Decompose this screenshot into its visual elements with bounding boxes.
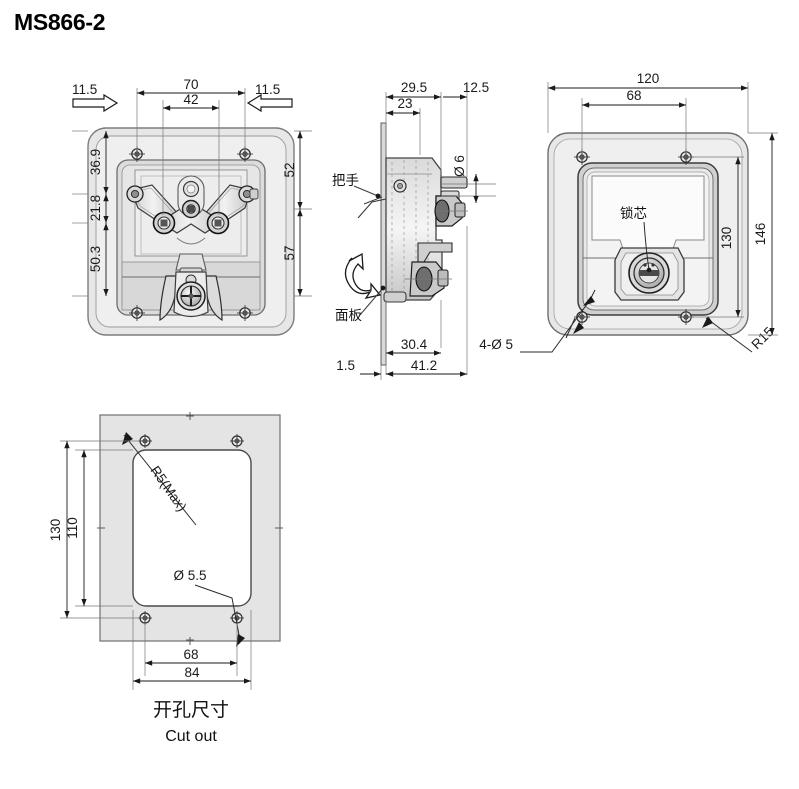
radius-leader <box>702 316 753 353</box>
label-panel: 面板 <box>335 308 362 324</box>
dim-110: 110 <box>65 450 87 606</box>
dim-70-label: 70 <box>183 77 198 92</box>
dim-dia-6-label: Ø 6 <box>452 155 467 177</box>
lock-core-leader <box>643 221 652 273</box>
dim-57: 57 <box>282 209 303 296</box>
dim-29-5-label: 29.5 <box>401 80 427 95</box>
dim-dia-6: Ø 6 <box>452 155 479 203</box>
holes-leader <box>520 289 596 353</box>
dim-29-5: 29.5 <box>386 80 441 100</box>
dim-21-8-label: 21.8 <box>88 195 103 221</box>
dim-110-label: 110 <box>65 517 80 539</box>
dim-23: 23 <box>386 96 420 116</box>
dim-30-4: 30.4 <box>386 337 441 356</box>
dim-4-dia-5: 4-Ø 5 <box>479 337 513 352</box>
dim-52: 52 <box>282 131 303 209</box>
arrow-right-11-5: 11.5 <box>246 82 293 113</box>
dim-42: 42 <box>163 92 219 111</box>
rotation-arrow <box>344 252 382 299</box>
rear-lock-housing <box>614 247 685 301</box>
dim-30-4-label: 30.4 <box>401 337 428 352</box>
cutout-extension-lines <box>60 440 252 690</box>
cutout-view: R5(Max) Ø 5.5 130 110 68 <box>48 412 283 745</box>
label-lock-core: 锁芯 <box>620 206 647 222</box>
cutout-radius-leader <box>122 432 197 526</box>
dim-1-5: 1.5 <box>336 358 381 377</box>
dim-68-rear: 68 <box>582 88 686 108</box>
side-view: 把手 面板 29.5 12.5 <box>332 80 496 380</box>
label-handle: 把手 <box>332 173 359 189</box>
dim-68-cutout-label: 68 <box>183 647 198 662</box>
cutout-caption-en: Cut out <box>165 728 217 745</box>
dim-68-cutout: 68 <box>145 647 237 666</box>
dim-52-label: 52 <box>282 162 297 177</box>
dim-50-3: 50.3 <box>88 223 109 296</box>
cutout-caption-cn: 开孔尺寸 <box>153 699 229 721</box>
dim-130-rear-label: 130 <box>719 227 734 250</box>
dim-130-rear: 130 <box>719 157 741 317</box>
dim-12-5: 12.5 <box>443 80 489 100</box>
dim-57-label: 57 <box>282 245 297 260</box>
dim-11-5-right: 11.5 <box>255 82 280 97</box>
dim-42-label: 42 <box>183 92 198 107</box>
dim-11-5-left: 11.5 <box>72 82 97 97</box>
dim-146-label: 146 <box>753 223 768 246</box>
side-lower-latch <box>383 242 453 303</box>
handle-leader <box>353 185 387 219</box>
front-view: 70 42 11.5 11.5 36.9 21.8 50.3 <box>72 77 312 336</box>
dim-120: 120 <box>548 71 748 91</box>
dim-84-label: 84 <box>184 665 200 680</box>
dim-130-cutout: 130 <box>48 441 70 618</box>
dim-41-2: 41.2 <box>386 358 467 377</box>
dim-68-rear-label: 68 <box>626 88 641 103</box>
front-extension-lines <box>72 88 312 297</box>
dim-84: 84 <box>133 665 251 684</box>
dim-120-label: 120 <box>637 71 660 86</box>
dim-21-8: 21.8 <box>88 194 109 223</box>
panel-leader <box>359 285 386 316</box>
dim-23-label: 23 <box>397 96 412 111</box>
dim-41-2-label: 41.2 <box>411 358 437 373</box>
arrow-left-11-5: 11.5 <box>72 82 119 113</box>
rear-mounting-holes <box>574 149 694 325</box>
dim-130-cutout-label: 130 <box>48 519 63 542</box>
dim-146: 146 <box>753 133 775 335</box>
front-lock-assembly <box>159 253 223 322</box>
side-upper-latch <box>434 176 468 227</box>
rear-view: 锁芯 <box>479 71 778 353</box>
dim-1-5-label: 1.5 <box>336 358 355 373</box>
dim-36-9: 36.9 <box>88 131 109 194</box>
dim-dia-5-5-label: Ø 5.5 <box>173 568 206 583</box>
dim-36-9-label: 36.9 <box>88 149 103 175</box>
dim-50-3-label: 50.3 <box>88 246 103 272</box>
page-title: MS866-2 <box>14 9 105 35</box>
cutout-opening <box>132 449 252 607</box>
dim-12-5-label: 12.5 <box>463 80 489 95</box>
cutout-center-ticks <box>97 412 283 645</box>
side-panel-flange <box>380 122 387 366</box>
front-linkage <box>126 175 259 245</box>
dim-70: 70 <box>137 77 245 96</box>
side-extension-lines <box>380 92 496 380</box>
